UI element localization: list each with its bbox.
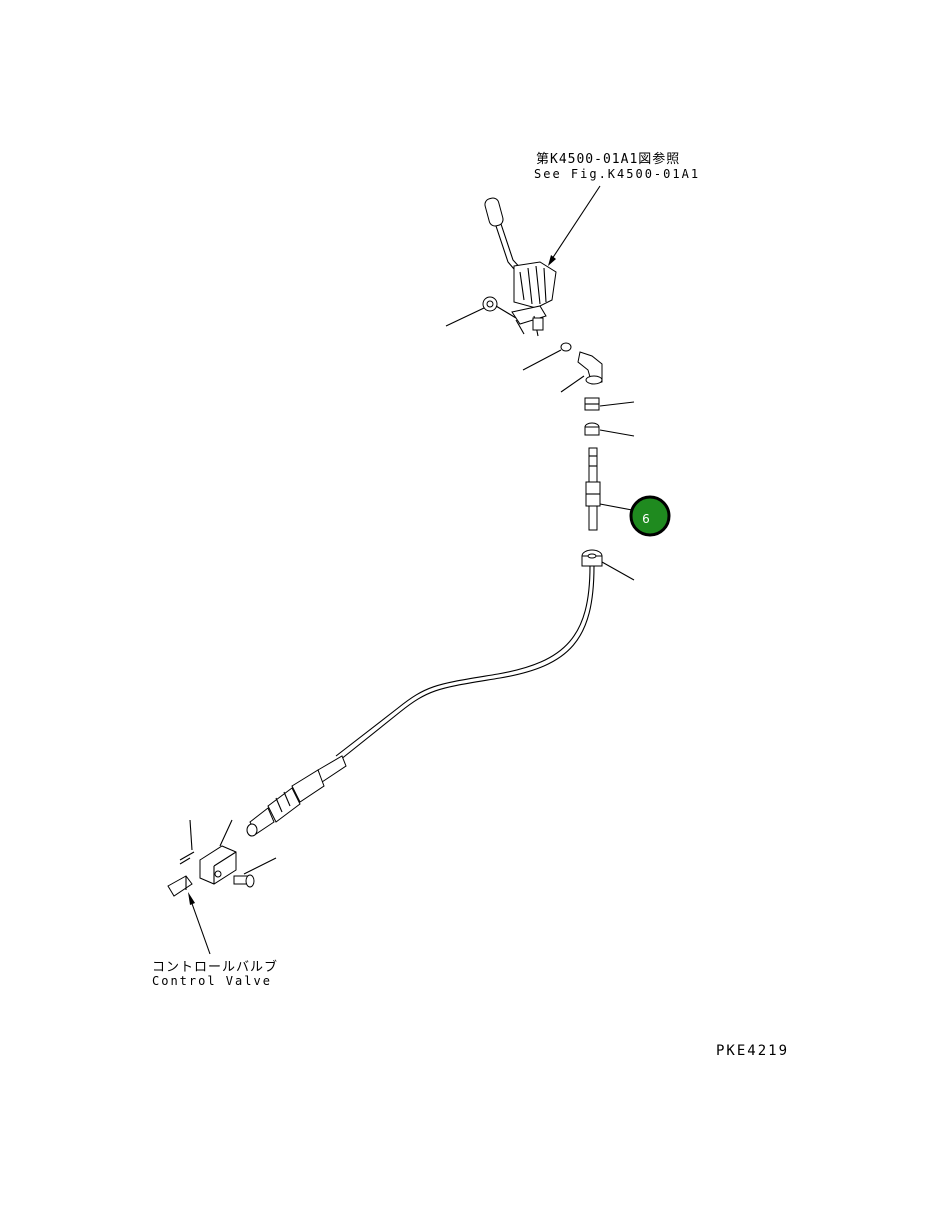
shift-lever-reference-ja: 第K4500-01A1図参照 xyxy=(536,152,681,167)
cable-end-rod xyxy=(585,447,633,531)
cable-nut-2 xyxy=(584,422,635,437)
cable-end-fittings xyxy=(246,755,347,837)
clevis-block xyxy=(199,819,237,885)
control-valve-arrowhead xyxy=(188,892,195,905)
shift-lever-assembly xyxy=(484,197,557,337)
drawing-code: PKE4219 xyxy=(716,1043,790,1059)
washer xyxy=(522,342,572,371)
control-valve-leader xyxy=(189,897,211,955)
control-valve-label-en: Control Valve xyxy=(152,974,272,988)
shift-lever-reference-en: See Fig.K4500-01A1 xyxy=(534,167,701,181)
nut-upper-left xyxy=(445,296,517,327)
cable-nut-1 xyxy=(584,397,635,411)
svg-text:6: 6 xyxy=(642,512,650,526)
control-valve-label-ja: コントロールバルブ xyxy=(152,960,279,975)
control-cable xyxy=(339,565,595,761)
retaining-clip xyxy=(179,819,195,865)
lever-reference-arrowhead xyxy=(548,255,556,266)
lever-reference-leader xyxy=(549,185,601,263)
elbow-joint xyxy=(560,351,603,393)
callout-6[interactable]: 6 xyxy=(629,495,671,537)
control-valve-lever xyxy=(167,875,193,897)
grommet xyxy=(581,549,635,581)
control-cable-outer xyxy=(335,565,591,757)
clevis-pin xyxy=(233,857,277,888)
